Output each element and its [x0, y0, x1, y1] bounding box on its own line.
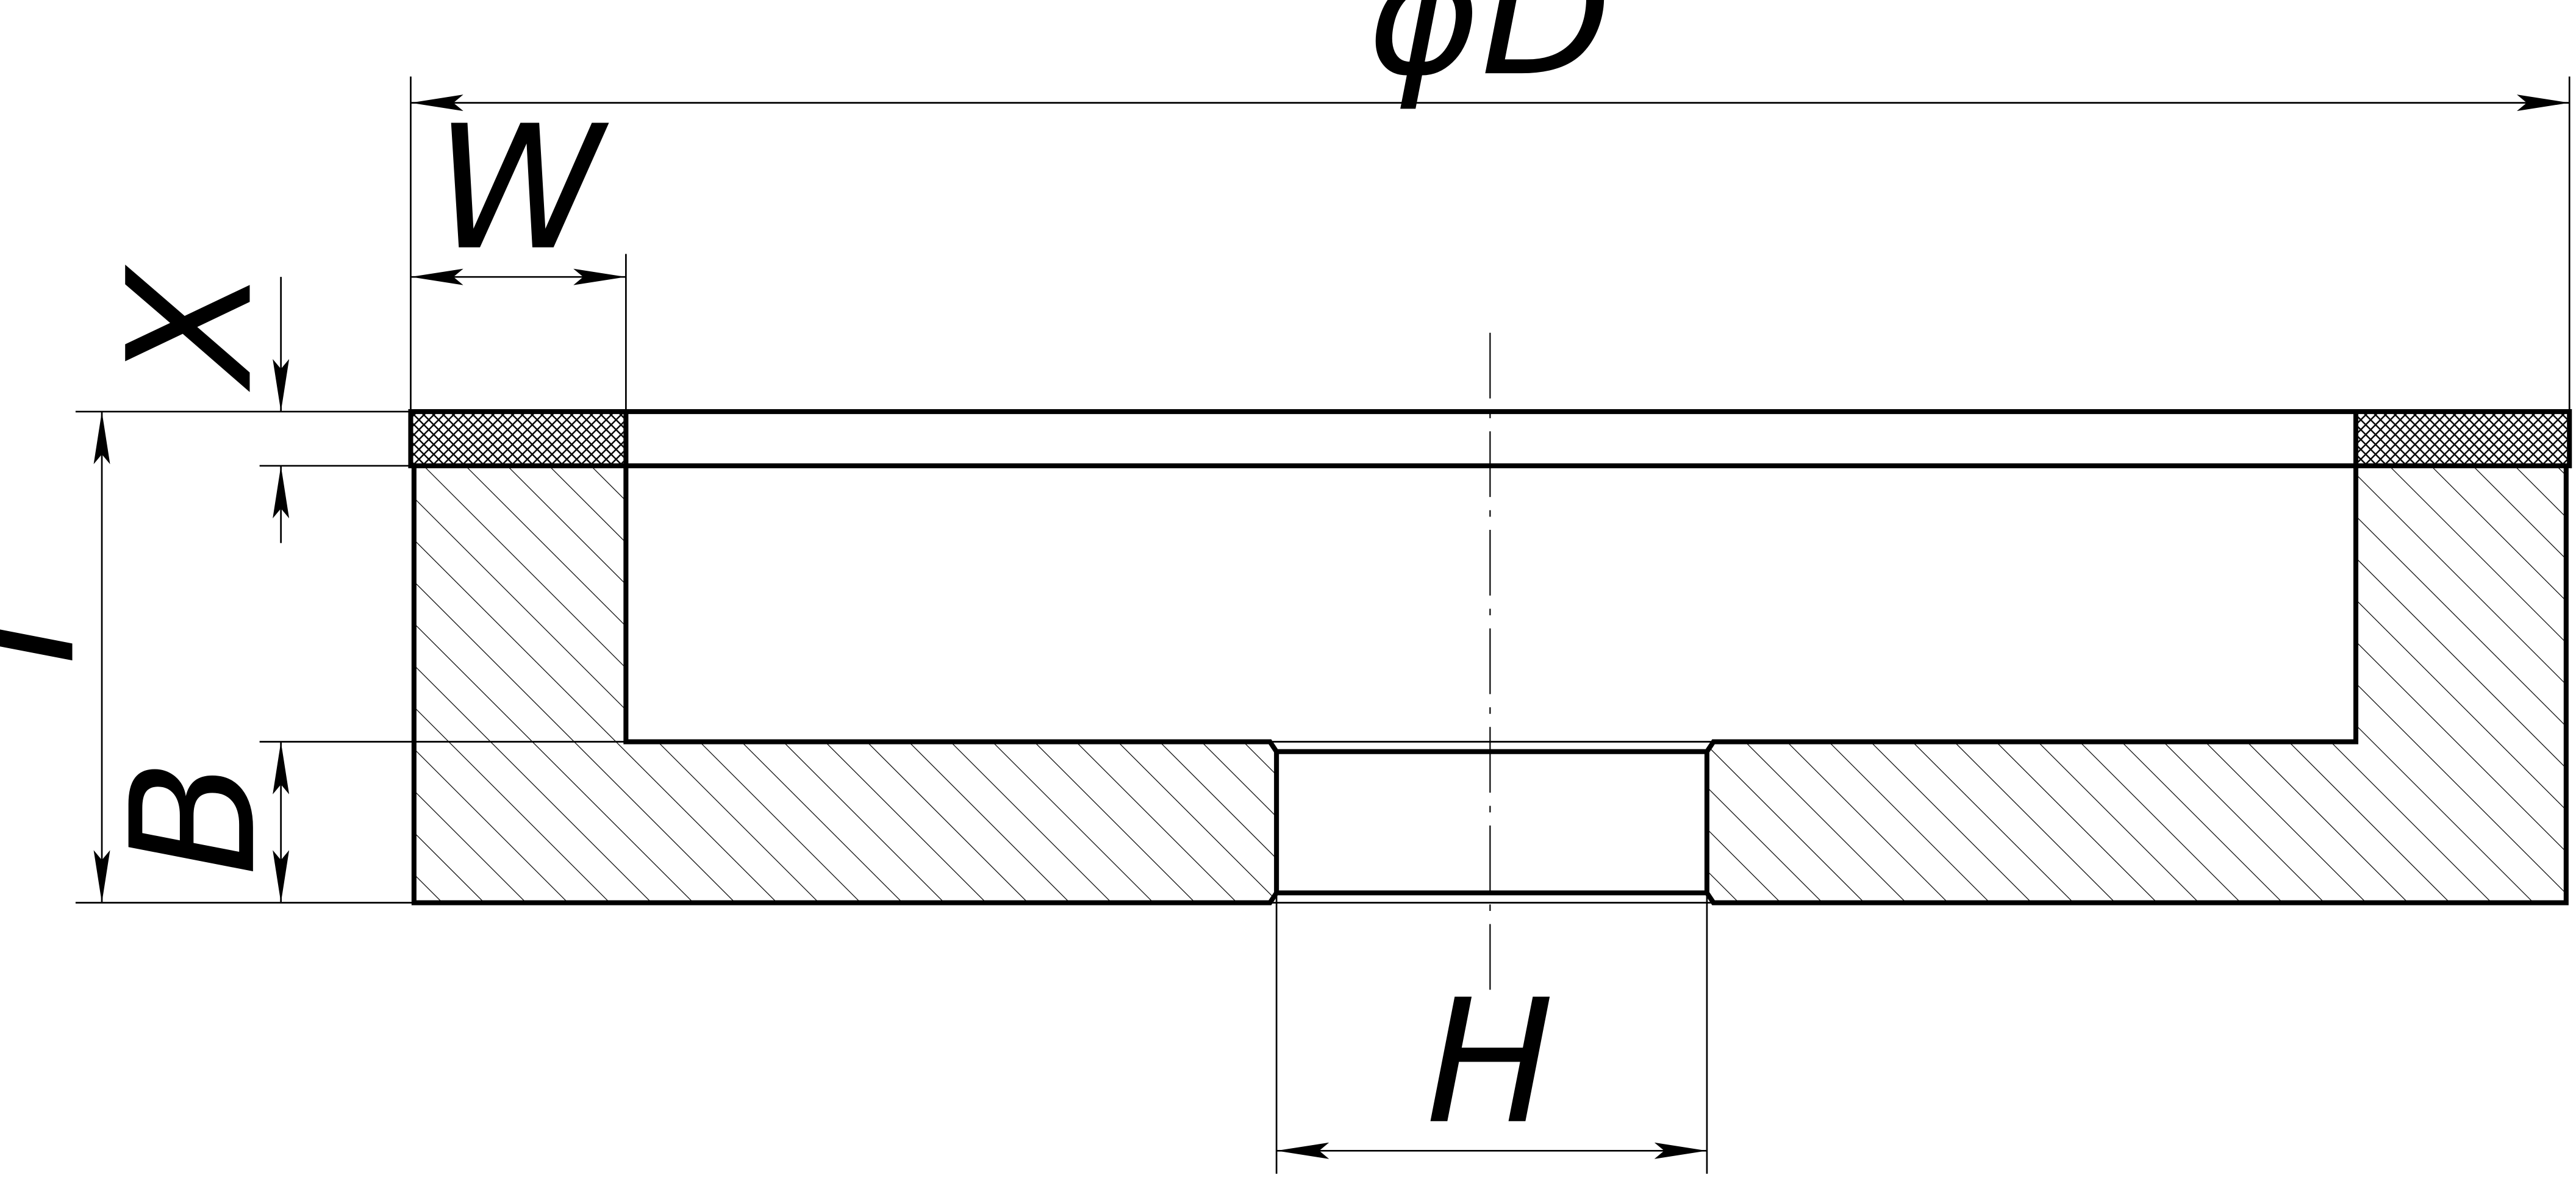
label-total-thickness: T	[0, 573, 113, 691]
abrasive-layer	[408, 409, 2572, 468]
dimension-rim-width: W	[410, 90, 627, 412]
cup-recess-outline	[623, 465, 2359, 754]
dimension-total-thickness: T	[0, 412, 414, 904]
label-rim-width: W	[435, 90, 611, 288]
dimension-abrasive-depth: X	[75, 265, 411, 543]
label-base-thickness: B	[95, 759, 294, 876]
dimension-base-thickness: B	[95, 741, 626, 903]
body-section-right	[1706, 465, 2566, 903]
abrasive-segment-left	[410, 412, 626, 466]
label-bore: H	[1426, 963, 1555, 1162]
dimension-diameter: ϕD	[410, 0, 2571, 412]
wheel-body	[411, 465, 2569, 905]
body-section-left	[413, 465, 1277, 903]
body-outline	[411, 465, 2569, 905]
abrasive-segment-right	[2356, 412, 2570, 466]
label-diameter: ϕD	[1368, 0, 1612, 114]
dimension-bore: H	[1275, 893, 1708, 1174]
label-abrasive-depth: X	[91, 265, 290, 393]
